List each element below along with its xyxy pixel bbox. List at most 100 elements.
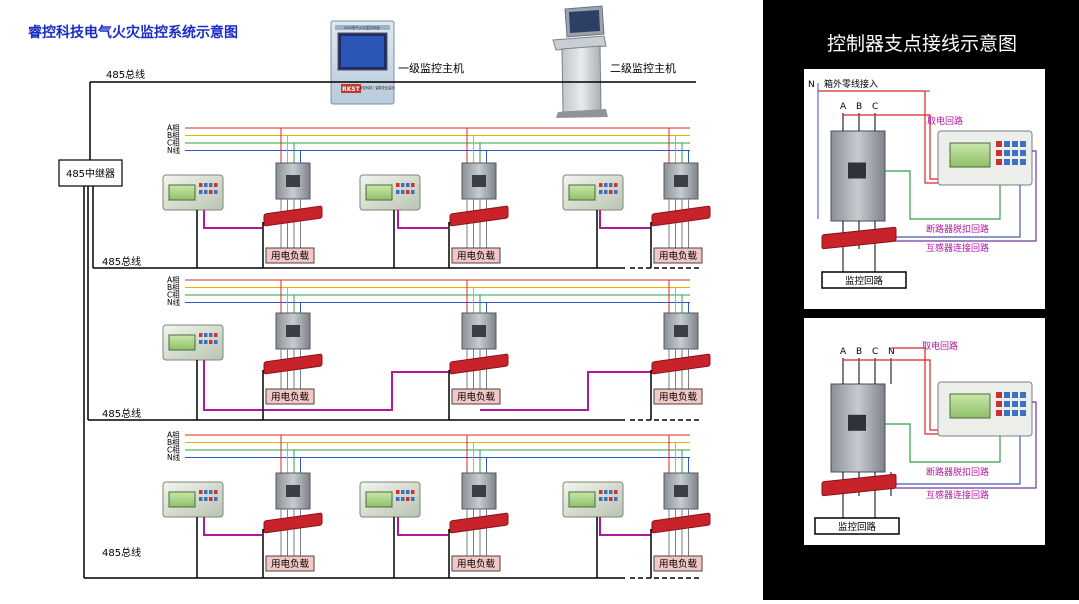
breaker-handle xyxy=(472,485,486,497)
controller-key xyxy=(996,141,1002,147)
detector-screen xyxy=(168,334,196,351)
detector-key xyxy=(609,190,613,194)
detector-key xyxy=(401,183,405,187)
detector-screen xyxy=(168,184,196,201)
load-box xyxy=(265,388,315,405)
current-transformer xyxy=(449,512,509,534)
controller-key xyxy=(1020,141,1026,147)
phase-label: C相 xyxy=(167,138,180,148)
detector-key xyxy=(614,497,618,501)
power-loop-label: 取电回路 xyxy=(922,340,958,352)
detector-key xyxy=(204,497,208,501)
detector-key xyxy=(199,183,203,187)
host-brand-subtitle: 睿控科技 | 智能安全监测 xyxy=(360,85,395,90)
breaker-handle xyxy=(674,175,688,187)
phase-label: N线 xyxy=(167,145,181,155)
controller-key xyxy=(1004,150,1010,156)
detector-key xyxy=(401,497,405,501)
load-box xyxy=(265,247,315,264)
power-loop-label: 取电回路 xyxy=(927,115,963,127)
detector-key xyxy=(204,190,208,194)
ct-loop-label: 互感器连接回路 xyxy=(926,489,989,501)
monitor-loop-box xyxy=(821,271,907,289)
detector-key xyxy=(396,183,400,187)
detector-key xyxy=(406,497,410,501)
detector-screen xyxy=(168,491,196,508)
phase-letter: A xyxy=(840,347,847,357)
ct-loop-wire xyxy=(890,185,1021,238)
controller-key xyxy=(1012,392,1018,398)
detector-key xyxy=(411,497,415,501)
detector-key xyxy=(599,190,603,194)
phase-label: B相 xyxy=(167,130,180,140)
secondary-monitoring-host xyxy=(552,5,608,118)
detector-key xyxy=(204,333,208,337)
detector-key xyxy=(214,190,218,194)
detector-key xyxy=(199,497,203,501)
detector-key xyxy=(599,183,603,187)
detector-key xyxy=(214,497,218,501)
ct-signal-wire xyxy=(203,210,262,229)
load-box xyxy=(653,555,703,572)
load-box xyxy=(653,247,703,264)
load-label: 用电负载 xyxy=(457,558,496,570)
controller-key xyxy=(996,401,1002,407)
host-panel-caption: DDS电气火灾监控系统 xyxy=(344,25,380,30)
phase-label: N线 xyxy=(167,297,181,307)
controller-key xyxy=(996,150,1002,156)
current-transformer xyxy=(263,512,323,534)
detector-key xyxy=(604,490,608,494)
bus-label: 485总线 xyxy=(102,407,141,420)
controller-key xyxy=(1012,150,1018,156)
breaker-handle xyxy=(848,414,866,431)
detector-key xyxy=(411,183,415,187)
ct-loop-wire xyxy=(890,401,1037,489)
detector-key xyxy=(604,190,608,194)
primary-host-label: 一级监控主机 xyxy=(398,61,464,75)
detector-key xyxy=(599,497,603,501)
phase-letter: C xyxy=(872,347,878,357)
detector-key xyxy=(199,190,203,194)
phase-label: A相 xyxy=(167,275,180,285)
monitor-loop-label: 监控回路 xyxy=(838,521,877,533)
phase-label: A相 xyxy=(167,430,180,440)
phase-label: B相 xyxy=(167,437,180,447)
load-label: 用电负载 xyxy=(457,391,496,403)
breaker-handle xyxy=(286,175,300,187)
detector-key xyxy=(214,490,218,494)
neutral-in-label: 箱外零线接入 xyxy=(824,78,878,90)
system-wiring: 485总线485中继器A相B相C相N线485总线用电负载用电负载用电负载A相B相… xyxy=(58,68,711,579)
monitor-loop-label: 监控回路 xyxy=(845,275,884,287)
bus-label: 485总线 xyxy=(102,255,141,268)
breaker-handle xyxy=(472,325,486,337)
distribution-row-1: A相B相C相N线485总线用电负载用电负载用电负载 xyxy=(93,123,711,269)
detector-screen xyxy=(365,491,393,508)
detector-key xyxy=(396,497,400,501)
distribution-row-2: A相B相C相N线485总线用电负载用电负载用电负载 xyxy=(88,275,711,421)
controller-key xyxy=(1020,159,1026,165)
breaker-handle xyxy=(674,485,688,497)
ct-loop-wire xyxy=(890,150,1037,242)
breaker-handle xyxy=(674,325,688,337)
ct-signal-wire xyxy=(397,210,448,229)
current-transformer xyxy=(651,512,711,534)
detector-screen xyxy=(365,184,393,201)
detector-key xyxy=(209,183,213,187)
controller-key xyxy=(996,392,1002,398)
detector-key xyxy=(411,490,415,494)
controller-screen xyxy=(949,142,991,168)
controller-key xyxy=(1012,401,1018,407)
repeater-box xyxy=(58,159,123,187)
phase-label: C相 xyxy=(167,290,180,300)
controller-key xyxy=(1012,159,1018,165)
secondary-host-label: 二级监控主机 xyxy=(610,61,676,75)
load-label: 用电负载 xyxy=(659,558,698,570)
detector-key xyxy=(209,190,213,194)
load-label: 用电负载 xyxy=(271,250,310,262)
current-transformer xyxy=(651,353,711,375)
controller-key xyxy=(1004,141,1010,147)
breaker-handle xyxy=(472,175,486,187)
